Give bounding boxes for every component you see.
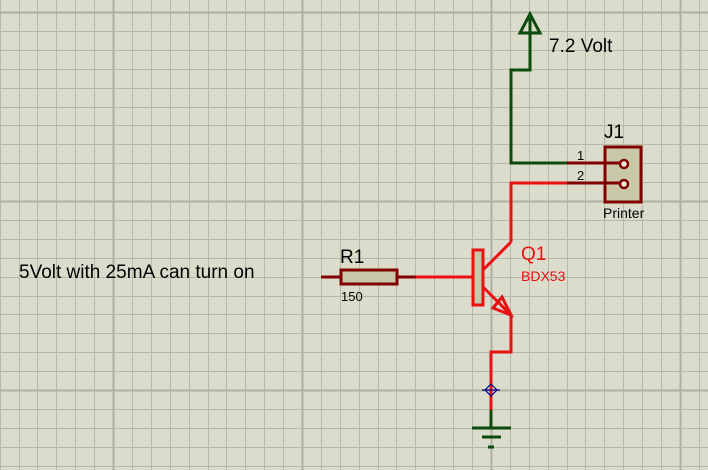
power-terminal-label: 7.2 Volt: [549, 36, 613, 57]
transistor-base-bar[interactable]: [471, 248, 485, 307]
emitter-arrow-icon: [490, 294, 515, 318]
transistor-value: BDX53: [521, 268, 566, 284]
connector-j1[interactable]: J1 1 2 Printer: [567, 122, 645, 221]
connector-ref: J1: [604, 122, 624, 143]
probe-marker-icon[interactable]: [482, 383, 500, 397]
transistor-collector-leg: [481, 240, 513, 272]
wire-emitter-ground[interactable]: [489, 315, 513, 410]
signal-net[interactable]: [416, 181, 567, 410]
connector-body[interactable]: [603, 145, 643, 204]
pin2-number: 2: [577, 168, 584, 183]
wire-power[interactable]: [509, 18, 567, 165]
connector-value: Printer: [603, 205, 645, 221]
resistor-value: 150: [341, 289, 363, 304]
ground-symbol-icon[interactable]: [472, 410, 511, 449]
pin1-number: 1: [577, 148, 584, 163]
power-terminal-arrow-icon[interactable]: [517, 10, 543, 35]
transistor-ref: Q1: [521, 244, 546, 265]
resistor-body[interactable]: [339, 268, 399, 286]
input-note: 5Volt with 25mA can turn on: [19, 262, 255, 283]
wire-collector[interactable]: [509, 181, 567, 242]
pin2-pad-icon[interactable]: [618, 178, 630, 190]
resistor-ref: R1: [340, 247, 364, 268]
resistor-r1[interactable]: R1 150: [321, 247, 416, 304]
power-net[interactable]: 7.2 Volt: [509, 10, 613, 165]
pin1-pad-icon[interactable]: [618, 158, 630, 170]
transistor-q1[interactable]: Q1 BDX53: [471, 240, 566, 318]
